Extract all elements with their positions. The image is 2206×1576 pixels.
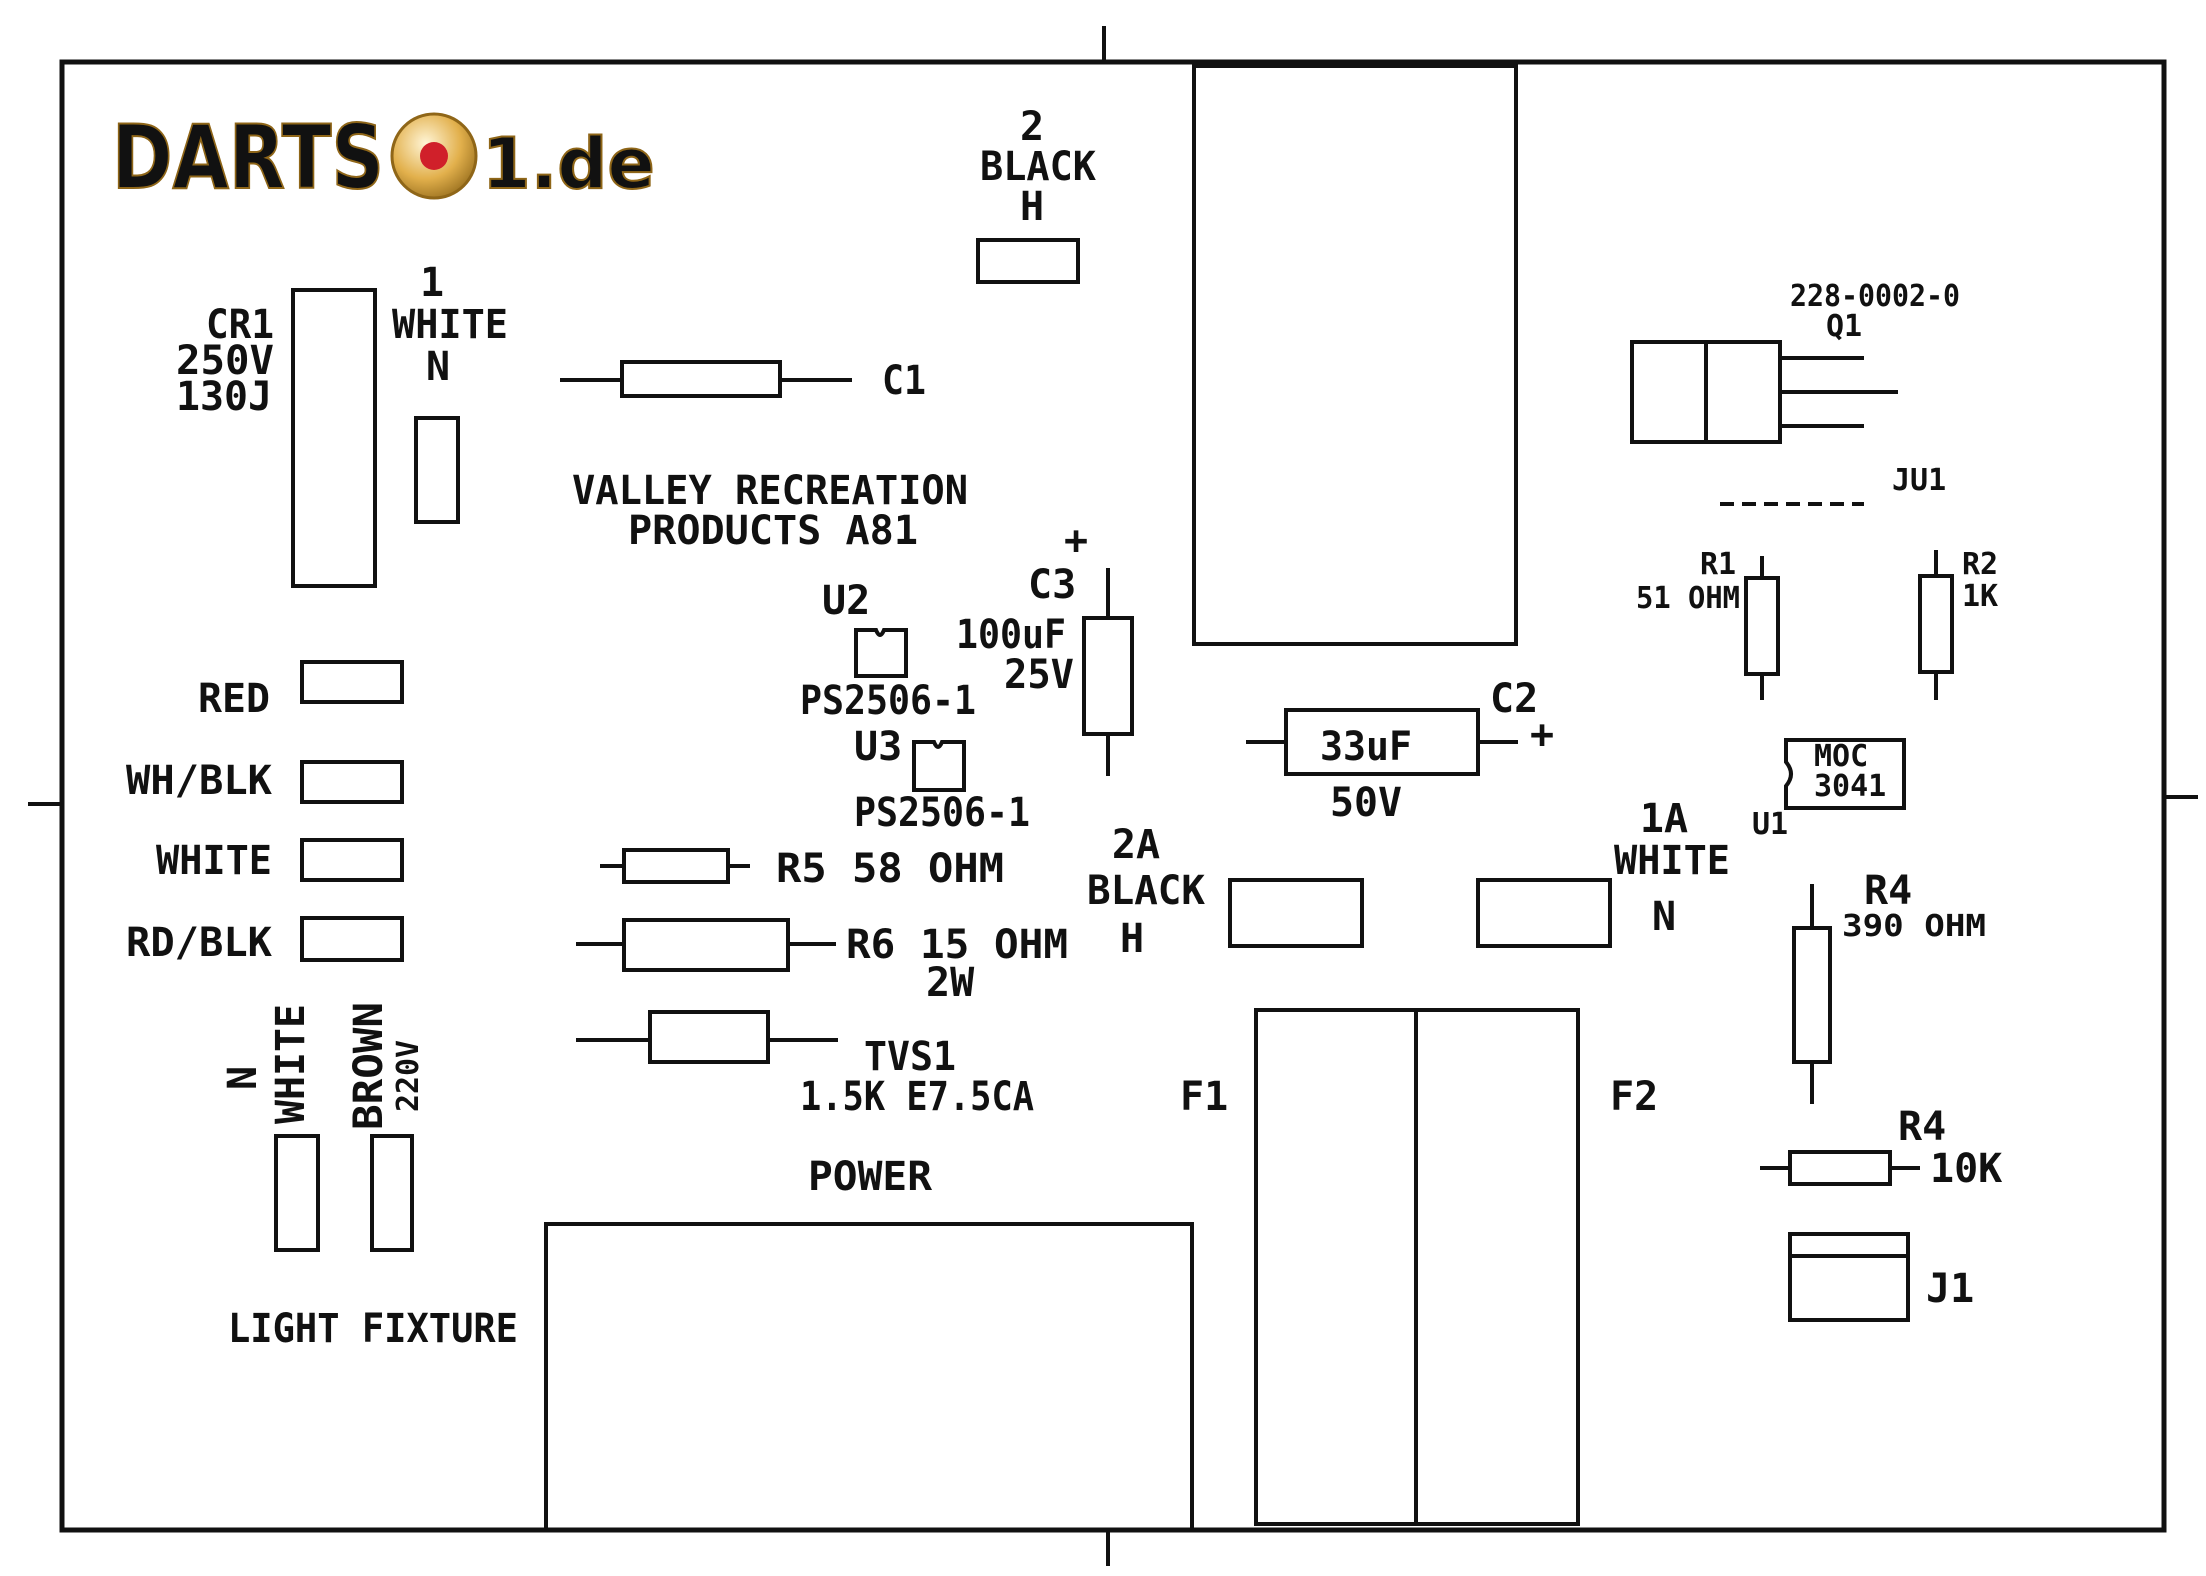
wire-connector-rd-blk: RD/BLK [126, 916, 404, 966]
terminal-1a-color: WHITE [1614, 838, 1730, 884]
wire-connector-wh-blk: WH/BLK [126, 758, 404, 804]
wire-connector-red: RED [198, 660, 404, 722]
ju1-label: JU1 [1892, 463, 1946, 498]
cr1-component: CR1 250V 130J [176, 288, 377, 588]
q1-component: 228-0002-0 Q1 [1630, 279, 1960, 444]
logo-text: DARTS [112, 106, 384, 209]
c2-label: C2 [1490, 676, 1538, 722]
terminal-1-color: WHITE [392, 302, 508, 348]
light-brown-voltage: 220V [391, 1040, 426, 1112]
r1-value: 51 OHM [1636, 581, 1740, 616]
c3-voltage: 25V [1004, 652, 1074, 698]
u3-component: U3 PS2506-1 [854, 724, 1030, 836]
wire-rd-blk-label: RD/BLK [126, 920, 272, 966]
u2-part: PS2506-1 [800, 678, 976, 724]
wire-connector-white: WHITE [156, 838, 404, 884]
c2-voltage: 50V [1330, 780, 1402, 826]
fuse-block: F1 F2 [1180, 1008, 1658, 1526]
u2-label: U2 [822, 578, 870, 624]
r4-10k-label: R4 [1898, 1104, 1946, 1150]
tvs1-label: TVS1 [864, 1034, 956, 1080]
q1-part-number: 228-0002-0 [1790, 279, 1960, 314]
light-white-label: WHITE [268, 1004, 314, 1124]
terminal-1-number: 1 [420, 260, 444, 306]
u1-moc3041-component: MOC 3041 U1 [1752, 738, 1906, 842]
c2-component: 33uF C2 + 50V [1246, 676, 1554, 826]
large-block-component [1192, 64, 1518, 646]
terminal-1a-number: 1A [1640, 796, 1688, 842]
q1-label: Q1 [1826, 309, 1862, 344]
cr1-voltage: 250V [176, 338, 274, 384]
power-label: POWER [808, 1154, 933, 1200]
r4-10k-component: R4 10K [1760, 1104, 2002, 1192]
wire-white-label: WHITE [156, 838, 272, 884]
r6-label: R6 15 OHM [846, 922, 1068, 968]
u3-label: U3 [854, 724, 902, 770]
u2-component: U2 PS2506-1 [800, 578, 976, 724]
r4-390-label: R4 [1864, 868, 1912, 914]
c3-value: 100uF [956, 612, 1066, 658]
u1-label: U1 [1752, 807, 1788, 842]
c3-component: + C3 100uF 25V [956, 518, 1134, 776]
terminal-2a-black: 2A BLACK H [1087, 822, 1364, 962]
wire-wh-blk-label: WH/BLK [126, 758, 272, 804]
moc-label-2: 3041 [1814, 769, 1886, 804]
c2-plus: + [1530, 712, 1554, 758]
f2-label: F2 [1610, 1074, 1658, 1120]
company-name-line1: VALLEY RECREATION [572, 468, 968, 514]
moc-label-1: MOC [1814, 739, 1868, 774]
terminal-2a-color: BLACK [1087, 868, 1205, 914]
logo-bullseye-icon [420, 142, 448, 170]
logo-suffix: 1.de [482, 123, 655, 205]
tvs1-component: TVS1 1.5K E7.5CA [576, 1010, 1034, 1120]
darts01-logo: DARTS 1.de [111, 105, 656, 210]
r5-component: R5 58 OHM [600, 846, 1004, 892]
light-fixture-connectors: N WHITE BROWN 220V LIGHT FIXTURE [220, 1002, 518, 1352]
light-n-label: N [220, 1066, 266, 1090]
r2-label: R2 [1962, 547, 1998, 582]
r2-value: 1K [1962, 579, 1998, 614]
terminal-2-color: BLACK [980, 144, 1096, 190]
r4-10k-value: 10K [1930, 1146, 2002, 1192]
r6-wattage: 2W [926, 960, 975, 1006]
power-block: POWER [544, 1154, 1194, 1532]
c3-plus: + [1064, 518, 1088, 564]
c3-label: C3 [1028, 562, 1076, 608]
r4-390-component: R4 390 OHM [1792, 868, 1986, 1104]
cr1-energy: 130J [176, 374, 272, 420]
u3-part: PS2506-1 [854, 790, 1030, 836]
r5-label: R5 58 OHM [776, 846, 1004, 892]
terminal-2a-h: H [1120, 916, 1144, 962]
r1-component: R1 51 OHM [1636, 547, 1780, 700]
c1-component: C1 [560, 358, 926, 404]
terminal-2-black: 2 BLACK H [976, 104, 1096, 284]
terminal-2-h: H [1020, 184, 1044, 230]
terminal-1a-white: 1A WHITE N [1476, 796, 1730, 948]
r6-component: R6 15 OHM 2W [576, 918, 1068, 1006]
cr1-label: CR1 [206, 302, 274, 348]
r4-390-value: 390 OHM [1842, 909, 1986, 944]
j1-label: J1 [1926, 1266, 1974, 1312]
terminal-1-n: N [426, 344, 450, 390]
r1-label: R1 [1700, 547, 1736, 582]
terminal-2-number: 2 [1020, 104, 1044, 150]
terminal-2a-number: 2A [1112, 822, 1160, 868]
tvs1-value: 1.5K E7.5CA [800, 1074, 1034, 1120]
r2-component: R2 1K [1918, 547, 1998, 700]
terminal-1-white: 1 WHITE N [392, 260, 508, 524]
light-fixture-label: LIGHT FIXTURE [228, 1306, 518, 1352]
ju1-jumper: JU1 [1720, 463, 1946, 506]
f1-label: F1 [1180, 1074, 1228, 1120]
c1-label: C1 [882, 358, 926, 404]
company-name-line2: PRODUCTS A81 [628, 508, 918, 554]
terminal-1a-n: N [1652, 894, 1676, 940]
wire-red-label: RED [198, 676, 270, 722]
c2-value: 33uF [1320, 724, 1412, 770]
j1-connector: J1 [1788, 1232, 1974, 1322]
light-brown-label: BROWN [346, 1002, 392, 1130]
